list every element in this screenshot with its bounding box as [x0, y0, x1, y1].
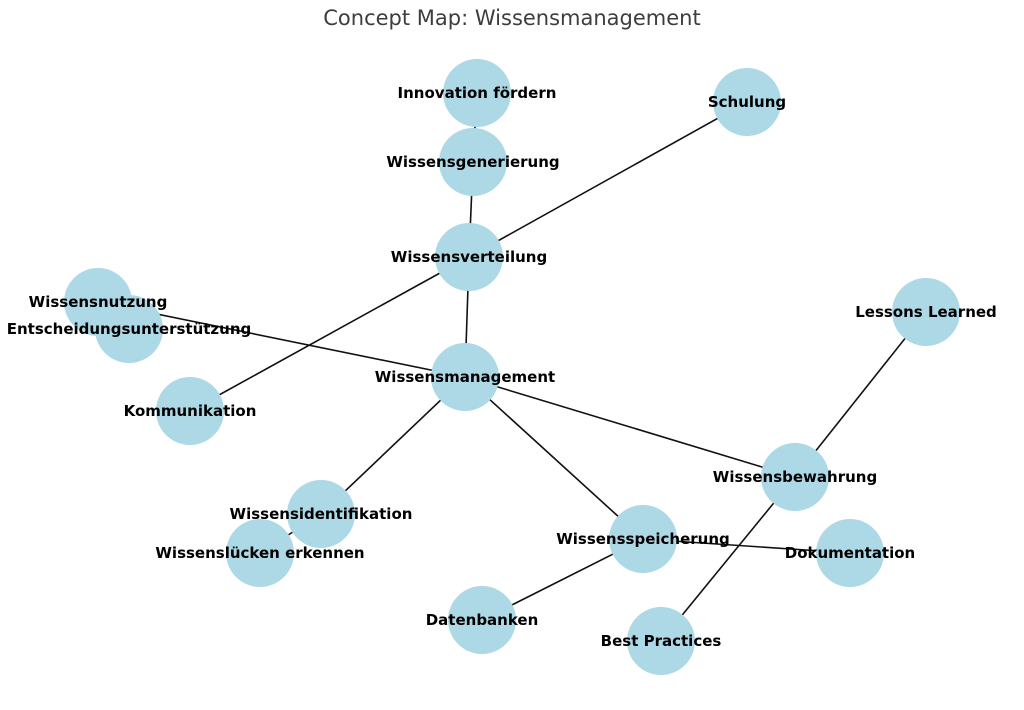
node-label-kommunikation: Kommunikation — [124, 402, 257, 420]
node-label-entscheidung: Entscheidungsunterstützung — [7, 320, 252, 338]
node-label-wissensmanagement: Wissensmanagement — [375, 368, 555, 386]
node-lessons — [892, 278, 960, 346]
node-label-wissensbewahrung: Wissensbewahrung — [713, 468, 877, 486]
edge-wissensbewahrung-lessons — [794, 311, 927, 478]
label-layer: WissensmanagementWissensverteilungWissen… — [7, 84, 997, 650]
edge-wissensmanagement-wissensbewahrung — [464, 376, 796, 478]
node-innovation — [443, 59, 511, 127]
node-label-wissensidentifikation: Wissensidentifikation — [230, 505, 413, 523]
edge-wissensspeicherung-dokumentation — [642, 538, 851, 554]
node-label-wissensnutzung: Wissensnutzung — [29, 293, 168, 311]
node-bestpractices — [627, 607, 695, 675]
edge-wissensmanagement-wissensspeicherung — [464, 376, 644, 540]
node-label-bestpractices: Best Practices — [601, 632, 722, 650]
node-label-datenbanken: Datenbanken — [426, 611, 539, 629]
node-dokumentation — [816, 519, 884, 587]
node-wissensmanagement — [431, 343, 499, 411]
node-label-innovation: Innovation fördern — [398, 84, 557, 102]
node-wissensluecken — [226, 519, 294, 587]
node-label-wissensspeicherung: Wissensspeicherung — [556, 530, 730, 548]
node-label-lessons: Lessons Learned — [855, 303, 997, 321]
node-label-dokumentation: Dokumentation — [785, 544, 915, 562]
diagram-title: Concept Map: Wissensmanagement — [323, 6, 701, 30]
node-label-schulung: Schulung — [708, 93, 786, 111]
edge-wissensbewahrung-bestpractices — [660, 476, 796, 642]
node-schulung — [713, 68, 781, 136]
node-wissensverteilung — [435, 223, 503, 291]
edge-wissensverteilung-kommunikation — [189, 256, 470, 412]
node-datenbanken — [448, 586, 516, 654]
node-wissensbewahrung — [761, 443, 829, 511]
node-wissensidentifikation — [287, 480, 355, 548]
node-entscheidung — [95, 295, 163, 363]
node-label-wissensluecken: Wissenslücken erkennen — [155, 544, 364, 562]
edge-wissensverteilung-schulung — [468, 101, 748, 258]
node-kommunikation — [156, 377, 224, 445]
node-label-wissensgenerierung: Wissensgenerierung — [386, 153, 559, 171]
node-wissensspeicherung — [609, 505, 677, 573]
node-wissensgenerierung — [439, 128, 507, 196]
node-layer — [64, 59, 960, 675]
node-label-wissensverteilung: Wissensverteilung — [391, 248, 547, 266]
